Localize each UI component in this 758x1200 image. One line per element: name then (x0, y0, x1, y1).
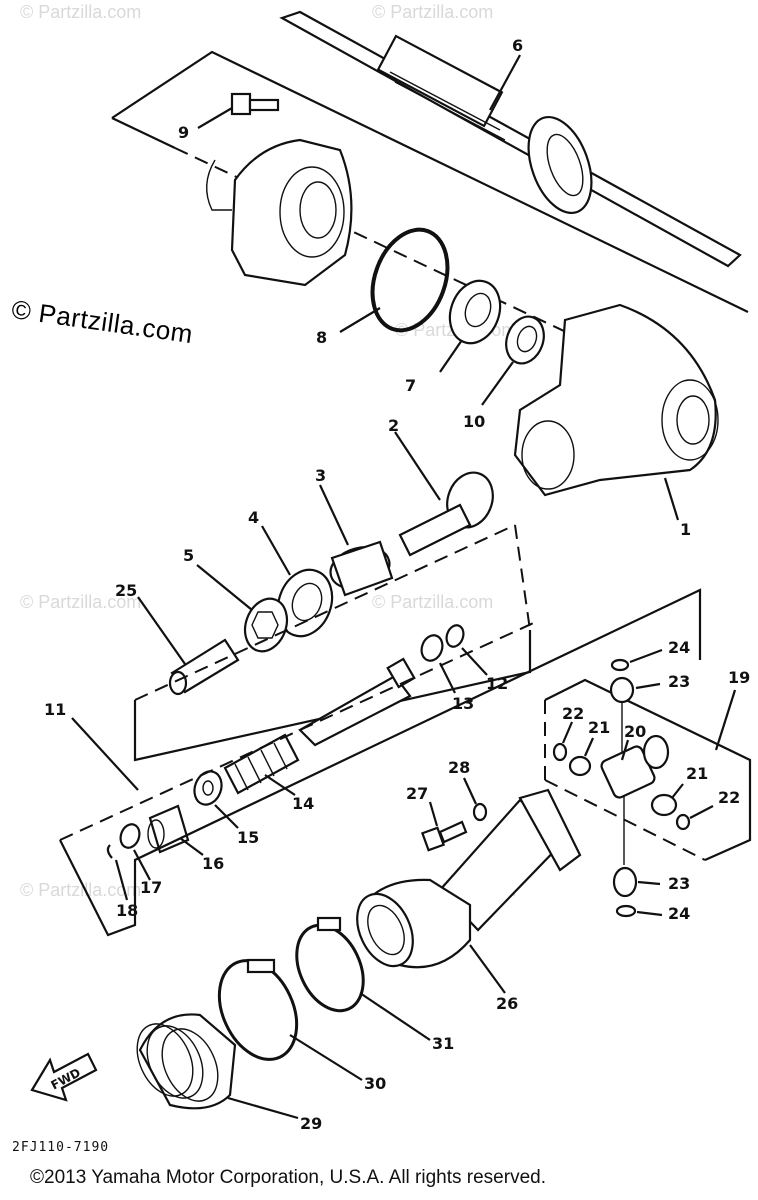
label-part-3: 3 (315, 466, 327, 485)
label-part-1: 1 (680, 520, 692, 539)
spring-washer-part-28 (463, 777, 488, 822)
label-part-23-top: 23 (668, 672, 691, 691)
label-part-22-left: 22 (562, 704, 585, 723)
circlip-part-22 (552, 721, 574, 762)
label-part-24-top: 24 (668, 638, 691, 657)
bearing-cap-part-23 (609, 676, 661, 704)
circlip-part-12 (445, 624, 488, 676)
bearing-cap-part-21 (568, 737, 595, 777)
clip-part-18 (106, 844, 129, 901)
label-part-5: 5 (183, 546, 195, 565)
label-part-11: 11 (44, 700, 67, 719)
spring-part-14 (223, 733, 300, 796)
seal-part-10 (481, 315, 545, 406)
label-part-21-left: 21 (588, 718, 611, 737)
watermark-ghost: © Partzilla.com (20, 880, 142, 900)
watermark-ghost: © Partzilla.com (372, 2, 494, 22)
forward-arrow-icon (30, 1052, 98, 1102)
spider-part-20 (600, 702, 670, 865)
label-part-28: 28 (448, 758, 471, 777)
label-part-23-bottom: 23 (668, 874, 691, 893)
label-part-4: 4 (248, 508, 260, 527)
o-ring-part-8 (339, 227, 450, 333)
label-part-25: 25 (115, 581, 138, 600)
label-part-6: 6 (512, 36, 524, 55)
watermark-ghost: © Partzilla.com (20, 592, 142, 612)
housing-cover (206, 138, 353, 287)
label-part-24-bottom: 24 (668, 904, 691, 923)
clamp-part-31 (295, 916, 431, 1041)
label-part-17: 17 (140, 878, 163, 897)
clamp-part-30 (217, 958, 363, 1081)
collar-part-16 (147, 804, 204, 856)
circlip-part-24 (610, 648, 663, 672)
tube-part-25 (137, 596, 240, 696)
watermark-ghost: © Partzilla.com (20, 2, 142, 22)
bearing-cap-part-23 (612, 866, 661, 898)
copyright-notice: ©2013 Yamaha Motor Corporation, U.S.A. A… (30, 1167, 546, 1188)
label-part-31: 31 (432, 1034, 455, 1053)
label-part-14: 14 (292, 794, 315, 813)
label-part-15: 15 (237, 828, 260, 847)
joint-group-outline-19 (544, 678, 752, 862)
watermark-ghost: © Partzilla.com (372, 592, 494, 612)
label-part-19: 19 (728, 668, 751, 687)
washer-part-13 (420, 634, 456, 694)
label-part-2: 2 (388, 416, 400, 435)
label-part-22-right: 22 (718, 788, 741, 807)
bearing-part-4 (261, 525, 334, 638)
bolt-part-9 (197, 92, 280, 129)
bearing-part-7 (439, 279, 502, 373)
shaft-housing-part-26 (356, 788, 582, 994)
label-part-20: 20 (624, 722, 647, 741)
label-part-30: 30 (364, 1074, 387, 1093)
circlip-part-24 (615, 904, 663, 918)
label-part-7: 7 (405, 376, 417, 395)
boot-part-29 (136, 1013, 299, 1120)
label-part-16: 16 (202, 854, 225, 873)
washer-part-17 (119, 823, 151, 881)
label-part-29: 29 (300, 1114, 323, 1133)
drive-shaft-part-6 (279, 10, 742, 268)
label-part-18: 18 (116, 901, 139, 920)
label-part-27: 27 (406, 784, 429, 803)
bolt-part-27 (420, 801, 468, 852)
label-part-13: 13 (452, 694, 475, 713)
label-part-21-right: 21 (686, 764, 709, 783)
label-part-8: 8 (316, 328, 328, 347)
nut-part-5 (196, 564, 289, 653)
circlip-part-22 (675, 805, 714, 831)
bearing-cap-part-21 (650, 783, 684, 817)
lower-assembly-outline (59, 588, 702, 937)
sleeve-part-3 (319, 484, 394, 597)
label-part-9: 9 (178, 123, 190, 142)
label-part-26: 26 (496, 994, 519, 1013)
pinion-gear-part-2 (394, 431, 494, 557)
label-part-10: 10 (463, 412, 486, 431)
label-part-12: 12 (486, 674, 509, 693)
gear-case-part-1 (513, 303, 719, 521)
diagram-code: 2FJ110-7190 (12, 1140, 110, 1155)
